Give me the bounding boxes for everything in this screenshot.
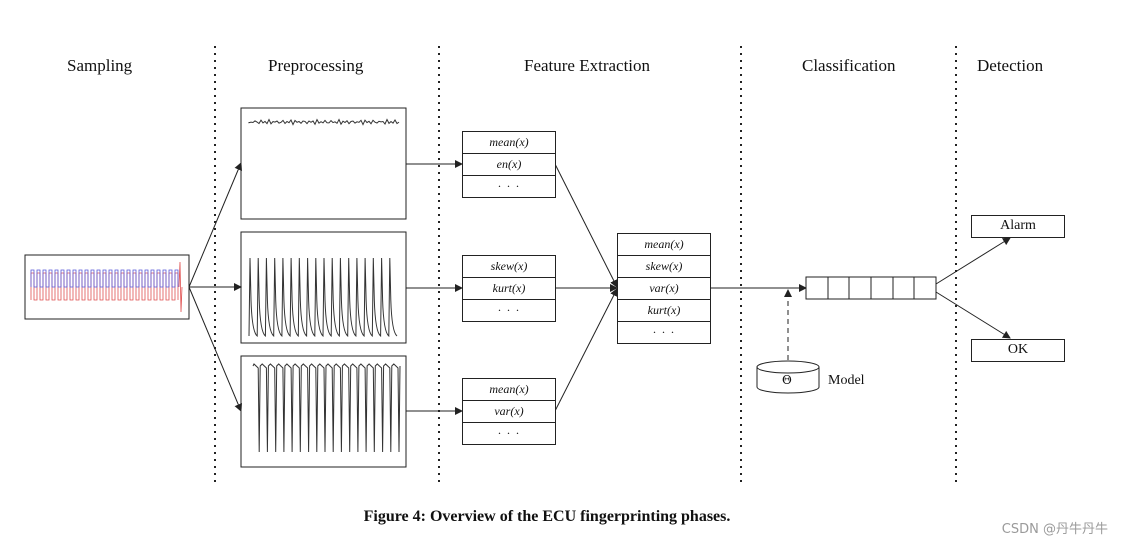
sampling-spike <box>178 261 183 313</box>
phase-label-sampling: Sampling <box>67 56 133 75</box>
arrows-sampling-to-preprocessing <box>188 162 242 412</box>
arrows-features-to-combined <box>554 163 618 412</box>
feature-cell: skew(x) <box>463 256 555 278</box>
preprocessing-plot-middle <box>240 231 407 344</box>
feature-cell: var(x) <box>618 278 710 300</box>
preprocessing-plot-bottom <box>240 355 407 468</box>
feature-box-middle: skew(x) kurt(x) · · · <box>462 255 556 322</box>
model-theta-symbol: Θ <box>782 373 792 387</box>
phase-label-detection: Detection <box>977 56 1044 75</box>
feature-box-bottom: mean(x) var(x) · · · <box>462 378 556 445</box>
figure-caption: Figure 4: Overview of the ECU fingerprin… <box>363 508 731 525</box>
feature-cell: var(x) <box>463 401 555 423</box>
feature-cell: kurt(x) <box>618 300 710 322</box>
phase-label-preprocessing: Preprocessing <box>268 56 364 75</box>
feature-cell-ellipsis: · · · <box>652 325 676 339</box>
model-label: Model <box>828 373 865 388</box>
arrows-preprocessing-to-features <box>406 160 463 415</box>
phase-label-classification: Classification <box>802 56 896 75</box>
feature-cell: kurt(x) <box>463 278 555 300</box>
feature-cell-ellipsis: · · · <box>497 303 521 317</box>
arrow-to-bottom-plot <box>188 286 242 412</box>
arrow-to-ok <box>935 291 1011 339</box>
arrow-to-alarm <box>935 237 1011 285</box>
feature-cell: mean(x) <box>618 234 710 256</box>
feature-cell: skew(x) <box>618 256 710 278</box>
alarm-output-box: Alarm <box>971 215 1065 238</box>
feature-cell: mean(x) <box>463 379 555 401</box>
feature-cell: mean(x) <box>463 132 555 154</box>
classifier-vector <box>805 276 937 300</box>
watermark: CSDN @丹牛丹牛 <box>1001 522 1108 537</box>
arrow-to-top-plot <box>188 162 242 288</box>
ok-output-box: OK <box>971 339 1065 362</box>
phase-label-feature-extraction: Feature Extraction <box>524 56 651 75</box>
arrow-top-to-combined <box>554 163 618 288</box>
model-database-icon <box>756 360 820 394</box>
preprocessing-plot-top <box>240 107 407 220</box>
sampling-waveform <box>30 269 179 288</box>
feature-cell-ellipsis: · · · <box>497 179 521 193</box>
arrows-to-outputs <box>935 237 1011 339</box>
feature-cell-ellipsis: · · · <box>497 426 521 440</box>
feature-cell: en(x) <box>463 154 555 176</box>
sampling-signal-plot <box>24 254 190 320</box>
feature-box-combined: mean(x) skew(x) var(x) kurt(x) · · · <box>617 233 711 344</box>
arrow-bottom-to-combined <box>554 288 618 412</box>
feature-box-top: mean(x) en(x) · · · <box>462 131 556 198</box>
